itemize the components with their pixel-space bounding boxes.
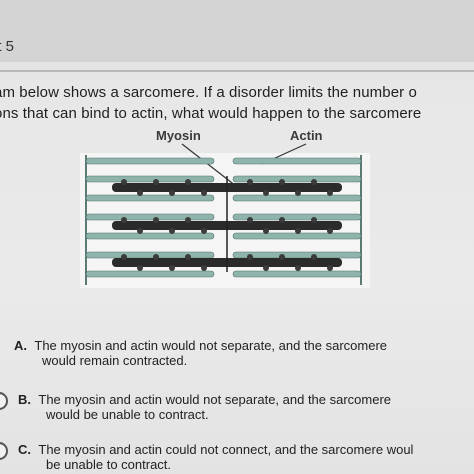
choice-text-c-line-2: be unable to contract. xyxy=(46,457,172,472)
choice-text-a-line-1: The myosin and actin would not separate,… xyxy=(34,338,388,353)
choice-text-b-line-1: The myosin and actin would not separate,… xyxy=(38,392,392,407)
question-text-line-2: ons that can bind to actin, what would h… xyxy=(0,105,422,122)
choice-text-a-line-2: would remain contracted. xyxy=(42,353,188,368)
unit-header: it 5 xyxy=(0,0,474,62)
actin-filaments-right xyxy=(232,157,362,278)
choice-letter-a: A. xyxy=(14,338,27,353)
unit-label: it 5 xyxy=(0,38,15,55)
answer-choice-a[interactable]: A. The myosin and actin would not separa… xyxy=(14,338,464,368)
myosin-heads xyxy=(121,179,333,271)
choice-text-b-line-2: would be unable to contract. xyxy=(46,407,209,422)
question-text-line-1: am below shows a sarcomere. If a disorde… xyxy=(0,84,417,101)
header-divider xyxy=(0,70,474,72)
choice-letter-b: B. xyxy=(18,392,31,407)
choice-text-c-line-1: The myosin and actin could not connect, … xyxy=(38,442,414,457)
choice-letter-c: C. xyxy=(18,442,31,457)
answer-choice-b[interactable]: B. The myosin and actin would not separa… xyxy=(18,392,468,422)
diagram-label-myosin: Myosin xyxy=(156,128,201,143)
answer-choice-c[interactable]: C. The myosin and actin could not connec… xyxy=(18,442,474,472)
diagram-label-actin: Actin xyxy=(290,128,323,143)
actin-filaments-left xyxy=(85,157,215,278)
